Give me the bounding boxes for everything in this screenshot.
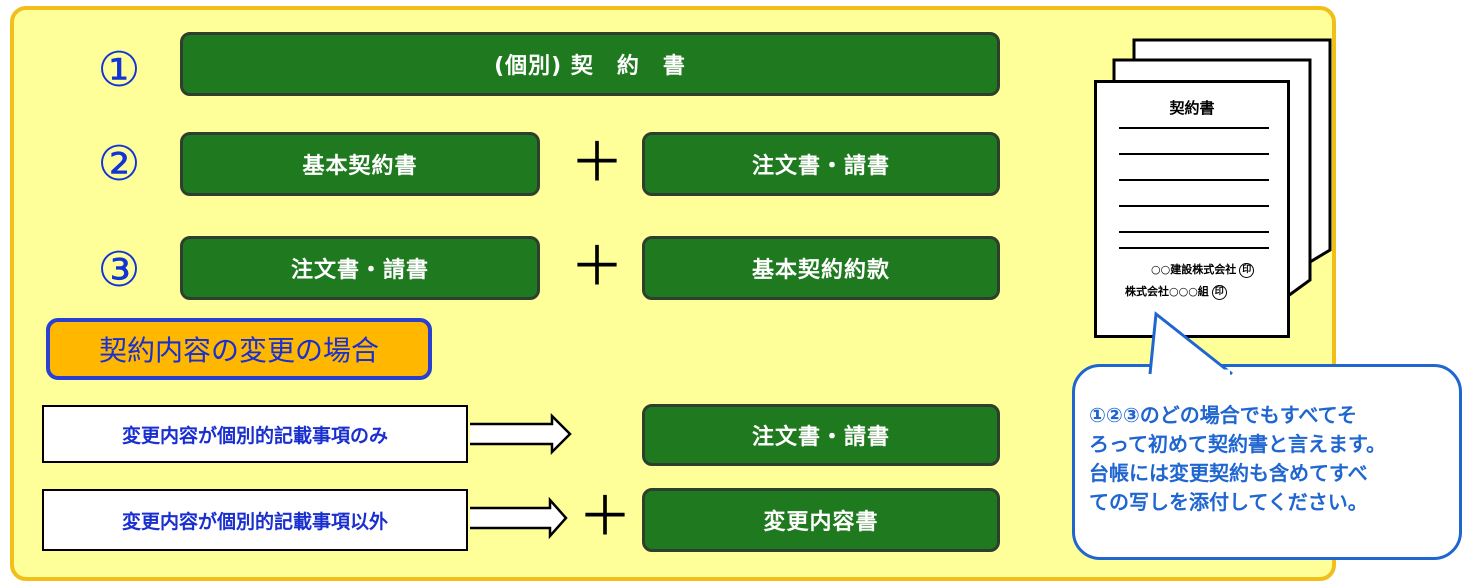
change-condition-individual-only: 変更内容が個別的記載事項のみ — [42, 405, 468, 463]
basic-contract-terms-box: 基本契約約款 — [642, 236, 1000, 300]
document-line — [1119, 247, 1269, 249]
basic-contract-box: 基本契約書 — [180, 132, 540, 196]
bubble-tail-icon — [1148, 311, 1233, 376]
individual-contract-box: (個別) 契 約 書 — [180, 32, 1000, 96]
row-2-number: ② — [97, 136, 141, 192]
document-line — [1119, 231, 1269, 233]
arrow-icon — [470, 412, 572, 456]
signatory-2-name: 株式会社○○○組 — [1125, 285, 1209, 298]
document-line — [1119, 153, 1269, 155]
document-line — [1119, 205, 1269, 207]
order-acceptance-box-row2: 注文書・請書 — [642, 132, 1000, 196]
order-acceptance-box-row3: 注文書・請書 — [180, 236, 540, 300]
signatory-1: ○○建設株式会社印 — [1151, 261, 1255, 278]
note-bubble: ①②③のどの場合でもすべてそ ろって初めて契約書と言えます。 台帳には変更契約も… — [1072, 364, 1462, 560]
document-title: 契約書 — [1169, 99, 1215, 117]
note-line-4: ての写しを添付してください。 — [1089, 490, 1368, 514]
change-row-2-plus: ＋ — [578, 485, 632, 548]
note-line-3: 台帳には変更契約も含めてすべ — [1089, 461, 1368, 485]
note-line-2: ろって初めて契約書と言えます。 — [1089, 432, 1386, 456]
row-1-number: ① — [97, 42, 141, 98]
change-result-order-acceptance: 注文書・請書 — [642, 404, 1000, 466]
note-line-1: ①②③のどの場合でもすべてそ — [1089, 403, 1358, 427]
stamp-icon: 印 — [1239, 262, 1255, 278]
signatory-1-name: ○○建設株式会社 — [1151, 263, 1237, 276]
row-3-plus: ＋ — [570, 235, 624, 298]
contract-document-icon: 契約書 ○○建設株式会社印 株式会社○○○組印 — [1094, 80, 1290, 338]
change-result-change-document: 変更内容書 — [642, 488, 1000, 552]
arrow-icon — [470, 496, 568, 540]
row-2-plus: ＋ — [570, 131, 624, 194]
change-condition-other: 変更内容が個別的記載事項以外 — [42, 489, 468, 551]
change-section-label: 契約内容の変更の場合 — [46, 318, 432, 380]
row-3-number: ③ — [97, 242, 141, 298]
document-line — [1119, 179, 1269, 181]
document-line — [1119, 127, 1269, 129]
stamp-icon: 印 — [1211, 284, 1227, 300]
signatory-2: 株式会社○○○組印 — [1125, 283, 1227, 300]
